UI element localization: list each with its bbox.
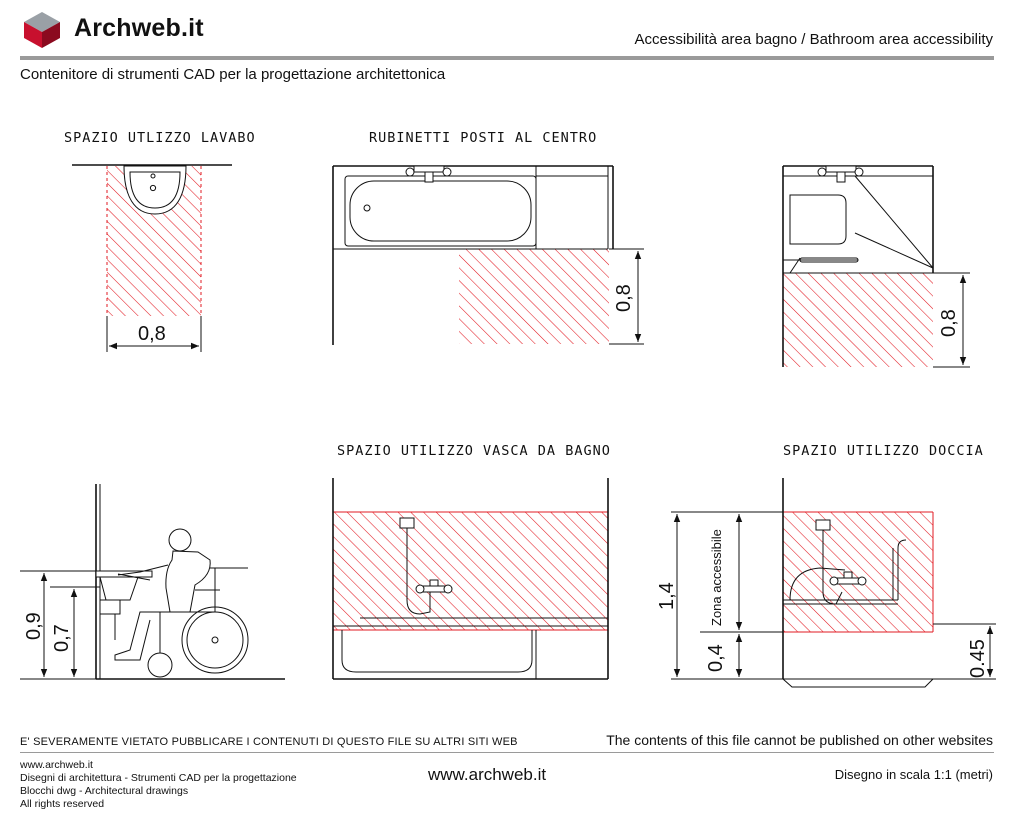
taps-dimension-label: 0,8 — [613, 284, 635, 312]
drawing-scale: Disegno in scala 1:1 (metri) — [834, 767, 993, 782]
shower-taps-icon — [817, 165, 864, 183]
taps-plan — [332, 165, 644, 345]
shower-plan — [782, 165, 970, 368]
bathtub-elevation — [332, 478, 609, 680]
taps-icon — [405, 165, 452, 183]
wheelchair-sink-elevation — [20, 484, 285, 680]
wheelchair-dimension-070-label: 0,7 — [51, 624, 73, 652]
footer-line-dwg: Blocchi dwg - Architectural drawings — [20, 785, 189, 797]
logo-text[interactable]: Archweb.it — [74, 14, 204, 42]
footer-line-cad: Disegni di architettura - Strumenti CAD … — [20, 772, 297, 784]
shower-plan-dimension-label: 0,8 — [938, 309, 960, 337]
page-title: Accessibilità area bagno / Bathroom area… — [634, 31, 993, 48]
sink-dimension-label: 0,8 — [138, 323, 166, 345]
footer-line-url[interactable]: www.archweb.it — [20, 759, 93, 771]
taps-label: RUBINETTI POSTI AL CENTRO — [369, 130, 597, 146]
sink-label: SPAZIO UTLIZZO LAVABO — [64, 130, 256, 146]
taps-hatch-area — [459, 249, 609, 344]
mixer-tap-icon — [415, 579, 453, 594]
wheelchair-dimension-090-label: 0,9 — [23, 612, 45, 640]
notice-english: The contents of this file cannot be publ… — [606, 732, 993, 748]
shower-head-icon — [399, 517, 415, 529]
wheelchair-user-icon — [114, 528, 249, 678]
sink-plan — [72, 164, 232, 352]
shower-hatch-area — [783, 512, 933, 632]
bathtub-label: SPAZIO UTILIZZO VASCA DA BAGNO — [337, 443, 611, 459]
page-subtitle: Contenitore di strumenti CAD per la prog… — [20, 66, 446, 83]
shower-label: SPAZIO UTILIZZO DOCCIA — [783, 443, 984, 459]
header-rule — [20, 56, 994, 60]
footer-website-link[interactable]: www.archweb.it — [428, 765, 547, 784]
shower-plan-hatch-area — [783, 273, 933, 367]
notice-italian: E' SEVERAMENTE VIETATO PUBBLICARE I CONT… — [20, 736, 518, 748]
shower-total-height-label: 1,4 — [656, 582, 678, 610]
shower-mixer-icon — [829, 571, 867, 586]
accessible-zone-label: Zona accessibile — [709, 529, 724, 626]
shower-elevation — [671, 478, 996, 688]
shower-side-dimension-label: 0.45 — [967, 639, 989, 678]
shower-base-dimension-label: 0,4 — [705, 644, 727, 672]
shower-seat — [789, 194, 847, 245]
shower-head-icon-2 — [815, 519, 831, 531]
footer-line-rights: All rights reserved — [20, 798, 105, 810]
bathtub-hatch-area — [333, 512, 608, 630]
footer-rule — [20, 752, 994, 753]
cube-logo-icon — [24, 12, 60, 48]
